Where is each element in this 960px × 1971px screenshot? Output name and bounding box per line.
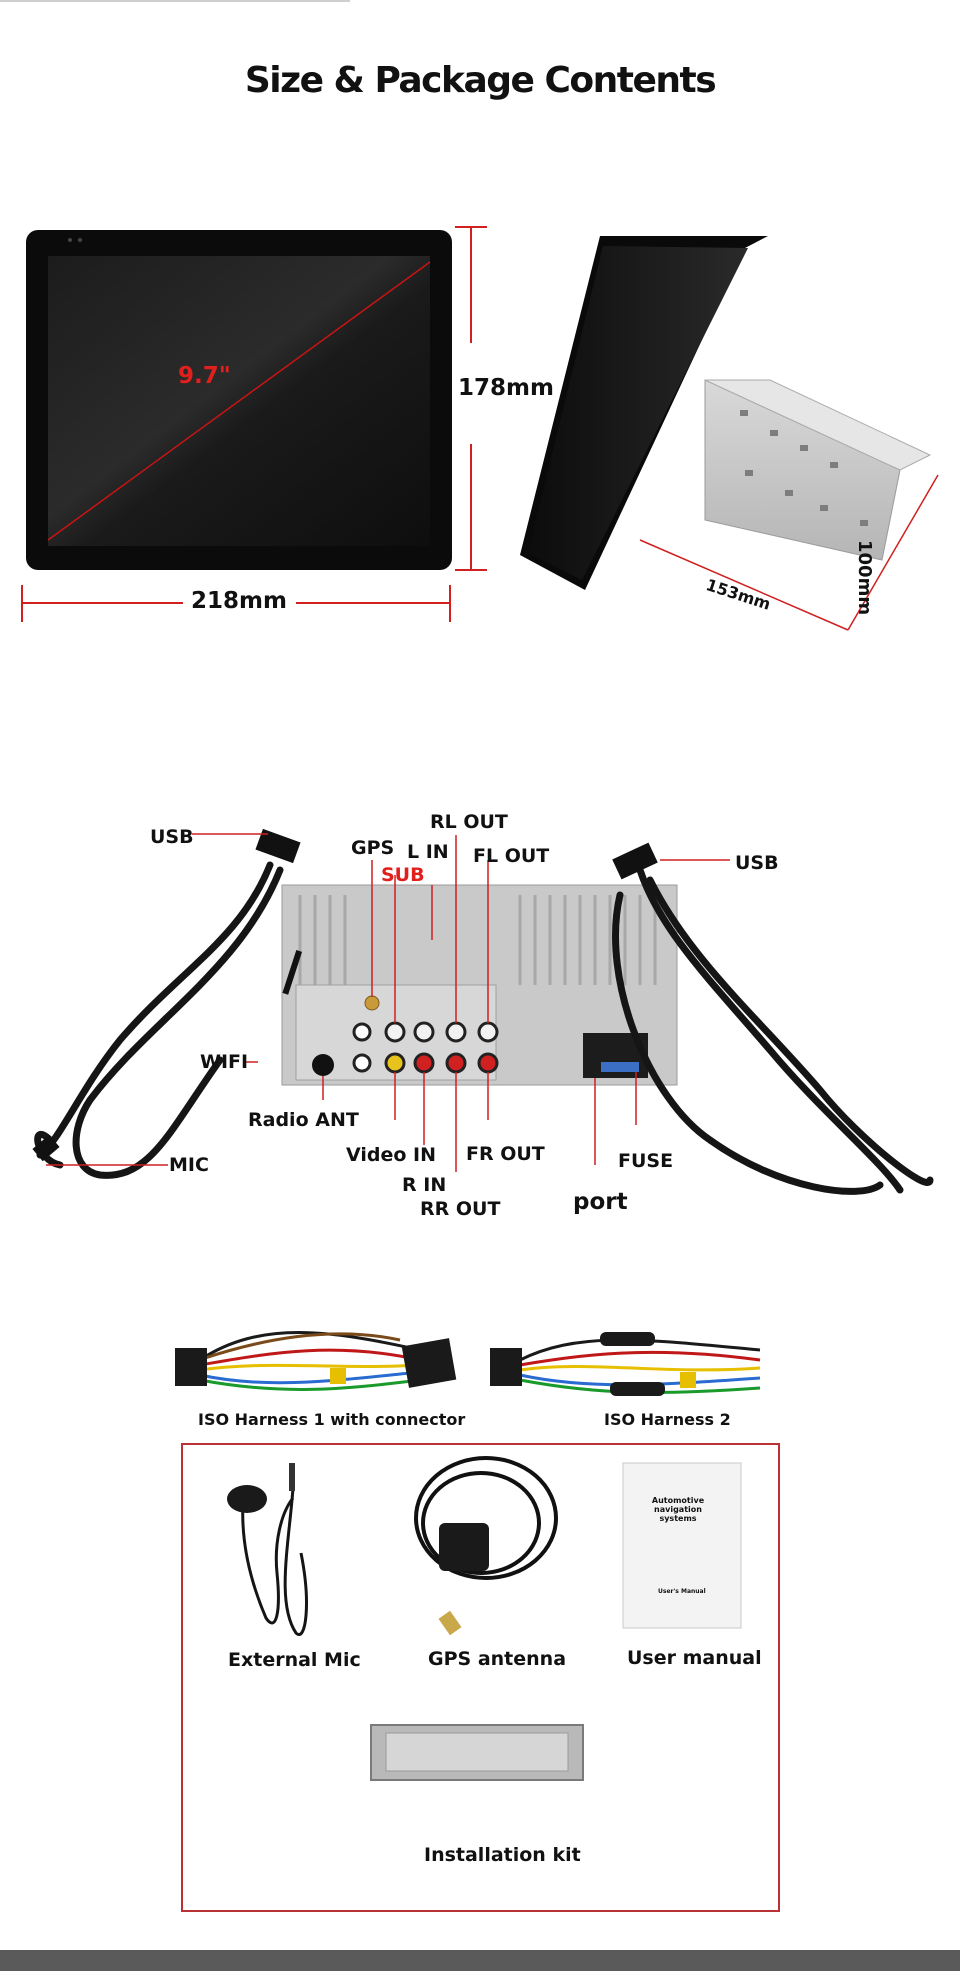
label-fl-out: FL OUT xyxy=(473,845,550,867)
label-fr-out: FR OUT xyxy=(466,1143,545,1165)
label-usb-right: USB xyxy=(735,852,779,874)
label-l-in: L IN xyxy=(407,841,449,863)
label-port: port xyxy=(573,1189,628,1215)
label-usb-left: USB xyxy=(150,826,194,848)
diagonal-label: 9.7" xyxy=(178,363,231,389)
width-label: 218mm xyxy=(191,588,287,614)
label-radio-ant: Radio ANT xyxy=(248,1109,359,1131)
harness-illustrations xyxy=(175,1331,761,1396)
label-mic: MIC xyxy=(169,1154,209,1176)
label-gps: GPS xyxy=(351,837,395,859)
manual-cover-subtitle: User's Manual xyxy=(658,1588,706,1595)
bottom-bar xyxy=(0,1950,960,1971)
caption-installation-kit: Installation kit xyxy=(424,1844,581,1866)
rear-panel-illustration xyxy=(32,828,934,1195)
label-r-in: R IN xyxy=(402,1174,447,1196)
label-rl-out: RL OUT xyxy=(430,811,508,833)
screen-front-illustration xyxy=(21,226,939,631)
caption-harness2: ISO Harness 2 xyxy=(604,1410,731,1429)
label-fuse: FUSE xyxy=(618,1150,674,1172)
caption-external-mic: External Mic xyxy=(228,1649,361,1671)
label-video-in: Video IN xyxy=(346,1144,437,1166)
package-contents-box xyxy=(181,1443,780,1912)
top-divider xyxy=(0,0,350,2)
caption-harness1: ISO Harness 1 with connector xyxy=(198,1410,466,1429)
caption-user-manual: User manual xyxy=(627,1647,762,1669)
label-rr-out: RR OUT xyxy=(420,1198,501,1220)
height-label: 178mm xyxy=(458,375,554,401)
page-title: Size & Package Contents xyxy=(244,60,717,101)
manual-cover-title: Automotive navigation systems xyxy=(651,1496,705,1523)
caption-gps-antenna: GPS antenna xyxy=(428,1648,567,1670)
label-sub: SUB xyxy=(381,864,425,886)
label-wifi: WIFI xyxy=(200,1051,249,1073)
chassis-height-label: 100mm xyxy=(854,540,875,616)
box-item-illustrations xyxy=(227,1456,742,1781)
